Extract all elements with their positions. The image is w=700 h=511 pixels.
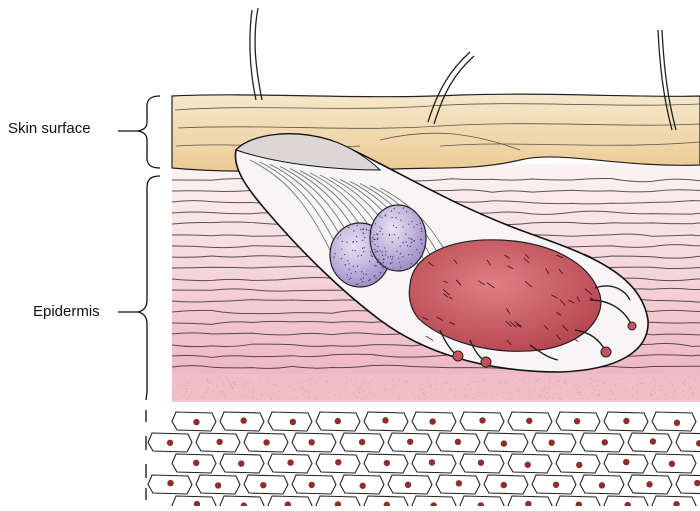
dermis-cells	[148, 412, 700, 506]
epidermis-bracket	[138, 176, 160, 400]
skin-surface-label: Skin surface	[8, 120, 91, 137]
epidermis-label: Epidermis	[33, 303, 100, 320]
skin-surface-bracket	[138, 96, 160, 168]
